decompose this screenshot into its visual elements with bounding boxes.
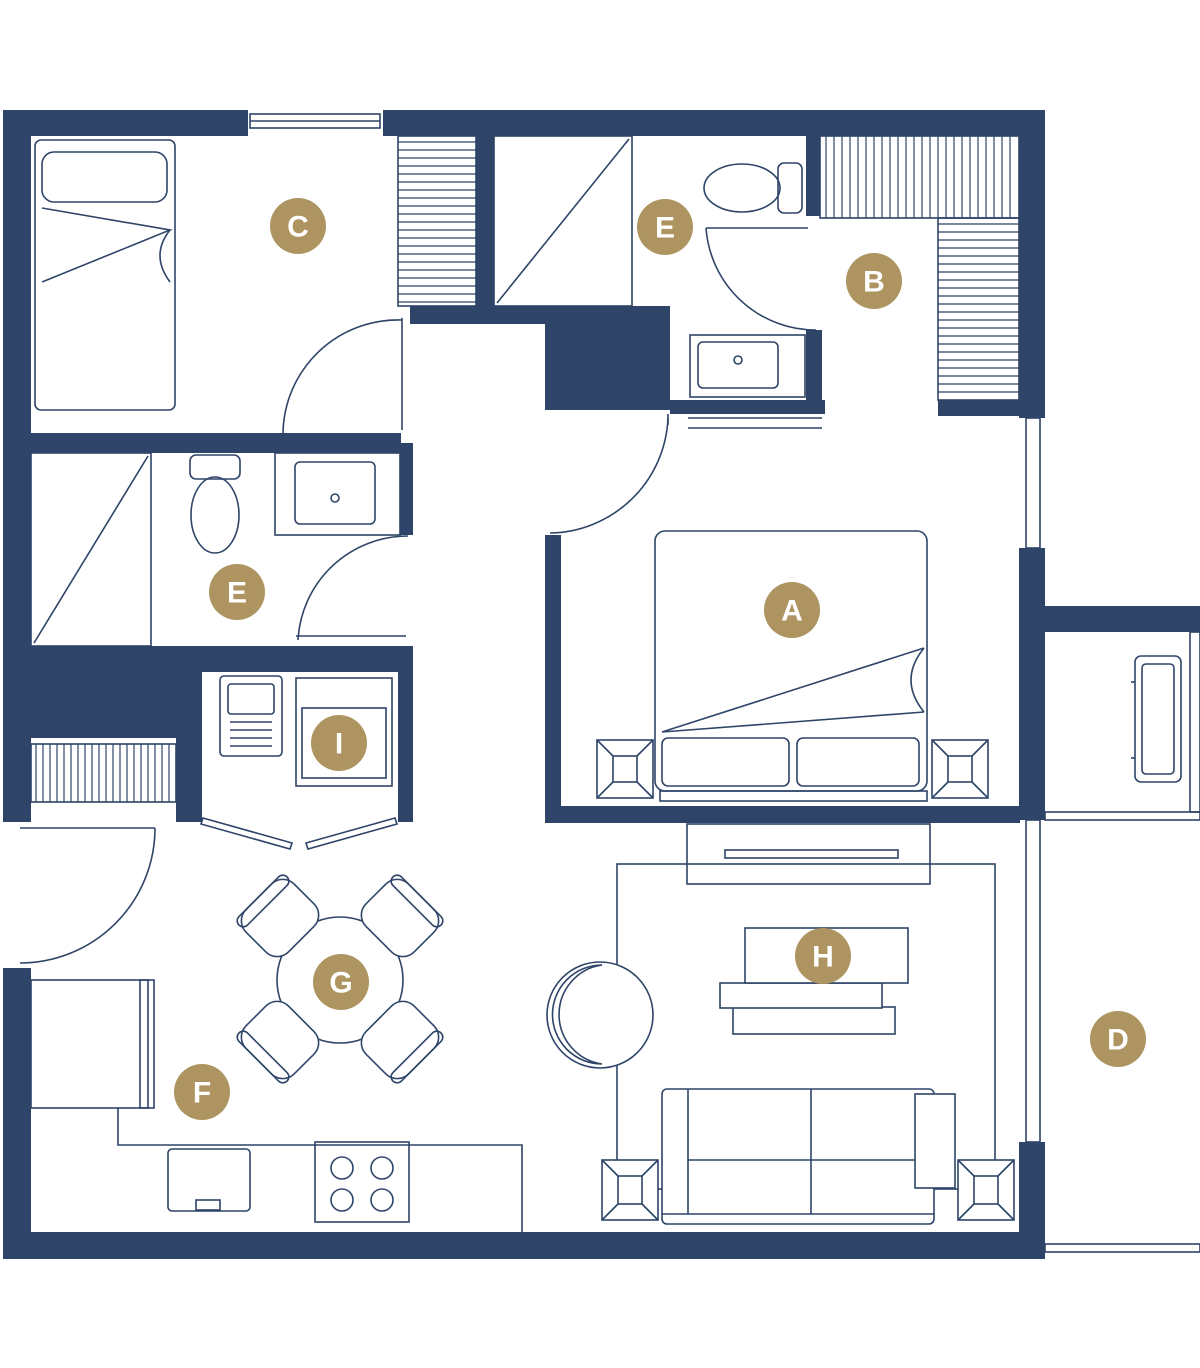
stairs-c (397, 135, 477, 307)
side-table-right (957, 1159, 1015, 1221)
stairs-f (30, 743, 177, 803)
balcony-washer (1131, 655, 1182, 783)
toilet-upper (703, 162, 803, 214)
windows (249, 113, 1200, 1253)
room-c-badge: C (270, 198, 326, 254)
tv-unit (686, 823, 931, 885)
nightstand-left (596, 739, 654, 799)
room-i-label: I (335, 728, 343, 761)
room-c-label: C (287, 211, 309, 244)
sink-lower (274, 452, 401, 536)
room-h-label: H (812, 941, 834, 974)
room-e-lower-badge: E (209, 564, 265, 620)
kitchen-counter (117, 1108, 523, 1232)
room-b-badge: B (846, 253, 902, 309)
stairs-b (819, 135, 1020, 401)
nightstand-right (931, 739, 989, 799)
room-d-badge: D (1090, 1011, 1146, 1067)
side-table-left (601, 1159, 659, 1221)
room-g-badge: G (313, 954, 369, 1010)
walls (3, 110, 1200, 1259)
room-a-badge: A (764, 582, 820, 638)
room-i-badge: I (311, 715, 367, 771)
room-b-label: B (863, 266, 885, 299)
room-e-upper-label: E (655, 212, 675, 245)
room-h-badge: H (795, 928, 851, 984)
sofa (661, 1088, 956, 1225)
toilet-lower (189, 454, 241, 554)
room-f-badge: F (174, 1064, 230, 1120)
room-e-upper-badge: E (637, 199, 693, 255)
refrigerator (30, 979, 155, 1109)
room-a-label: A (781, 595, 803, 628)
kitchen-sink (167, 1148, 251, 1212)
doors (19, 227, 822, 964)
laundry-appliances (219, 675, 393, 787)
room-f-label: F (193, 1077, 211, 1110)
single-bed (34, 139, 176, 411)
room-e-lower-label: E (227, 577, 247, 610)
shower-lower (30, 452, 152, 647)
double-bed (654, 530, 928, 802)
shower-upper (493, 135, 633, 307)
armchair (546, 961, 654, 1069)
dining-set (236, 874, 444, 1084)
room-g-label: G (329, 967, 352, 1000)
room-d-label: D (1107, 1024, 1129, 1057)
sink-upper (689, 334, 806, 398)
cooktop (314, 1141, 410, 1223)
